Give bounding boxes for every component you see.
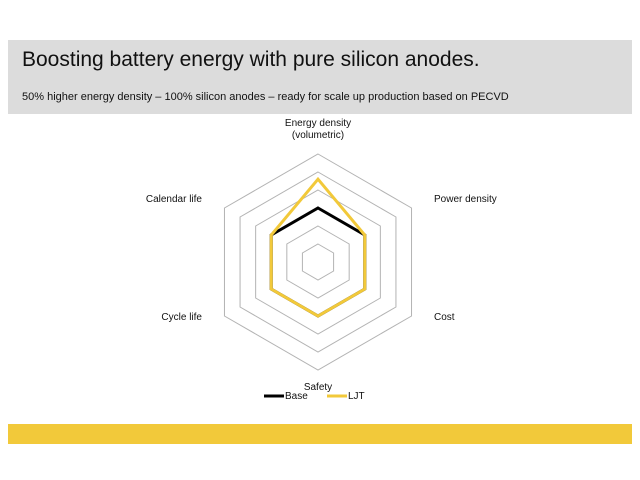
axis-label-4: Cycle life [161, 312, 202, 323]
slide-subtitle: 50% higher energy density – 100% silicon… [22, 91, 509, 103]
axis-label-0: Energy density [285, 118, 351, 129]
series-ljt-line [269, 176, 367, 318]
chart-legend: Base LJT [264, 391, 365, 402]
axis-label-2: Cost [434, 312, 455, 323]
radar-grid [223, 153, 413, 371]
axis-label-5: Calendar life [146, 194, 203, 205]
slide-title: Boosting battery energy with pure silico… [22, 48, 480, 71]
grid-ring-1 [301, 243, 335, 281]
accent-bar [8, 424, 632, 444]
grid-ring-5 [239, 171, 397, 353]
axis-label-3: Safety [304, 382, 332, 393]
grid-ring-4 [255, 189, 381, 335]
radar-series [269, 176, 367, 318]
grid-ring-6 [223, 153, 413, 371]
axis-label-1: Power density [434, 194, 497, 205]
grid-ring-2 [286, 225, 350, 299]
grid-ring-3 [270, 207, 366, 317]
axis-labels: Energy density(volumetric)Power densityC… [146, 118, 497, 393]
series-base-line [269, 206, 367, 318]
legend-label-base: Base [285, 391, 308, 402]
legend-label-ljt: LJT [348, 391, 365, 402]
slide-header: Boosting battery energy with pure silico… [8, 40, 632, 114]
axis-label-0-line1: (volumetric) [292, 130, 344, 141]
